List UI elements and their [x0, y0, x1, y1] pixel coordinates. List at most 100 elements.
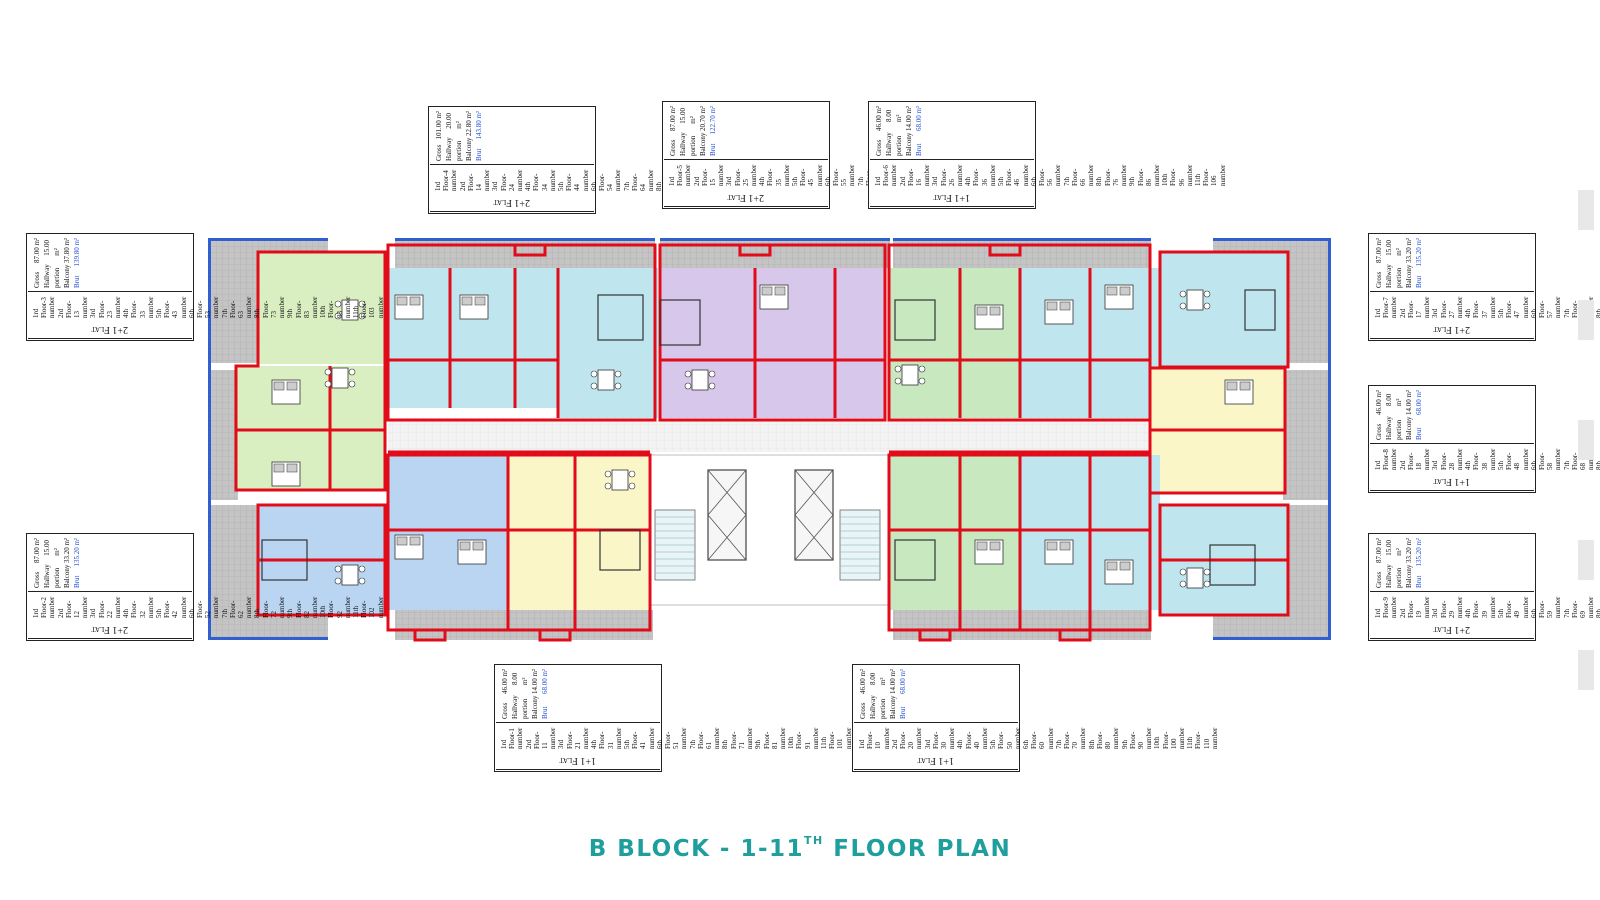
balcony-value: 33.20 m² [63, 538, 71, 564]
hallway-label: Hallway portion [1385, 264, 1403, 288]
floor-entry: 8th Floor-71 number [721, 727, 755, 749]
brut-label: Brut [709, 143, 717, 156]
floor-entry: 5th Floor-48 number [1497, 448, 1530, 470]
elevator-shaft [794, 469, 834, 561]
chair [604, 482, 612, 490]
floor-entry: 7th Floor-66 number [1062, 164, 1096, 186]
floor-entry: 10th Floor-96 number [1161, 164, 1194, 186]
side-strip [1578, 420, 1594, 460]
floor-entry: 5th Floor-42 number [155, 596, 188, 618]
floor-entry: 6th Floor-57 number [1529, 296, 1563, 318]
chair [1179, 568, 1187, 576]
chair [614, 370, 622, 378]
balcony-label: Balcony [63, 264, 71, 288]
floor-entry: 5th Floor-44 number [557, 169, 590, 191]
floor-entry: 1rd Floor-6 number [874, 164, 899, 186]
balcony-label: Balcony [1405, 416, 1413, 440]
floor-entry: 5th Floor-50 number [989, 727, 1022, 749]
hallway-label: Hallway portion [885, 132, 903, 156]
chair [894, 377, 902, 385]
balcony-edge [1213, 238, 1331, 241]
floor-entry: 1rd Floor-1 number [500, 727, 525, 749]
side-strip [1578, 650, 1594, 690]
floor-entry: 11th Floor-102 number [351, 596, 385, 618]
hallway-value: 8.00 m² [869, 672, 887, 686]
balcony-area [893, 238, 1151, 268]
brut-value: 139.80 m² [73, 238, 81, 267]
title-main: B BLOCK - 1-11 [588, 836, 805, 862]
floor-entry: 5th Floor-45 number [791, 164, 824, 186]
hallway-label: Hallway portion [679, 132, 697, 156]
unit-room [388, 268, 558, 408]
pillow [396, 536, 408, 546]
floor-entry: 2rd Floor-16 number [898, 164, 932, 186]
wall-segment [658, 243, 887, 422]
floor-entry: 1rd Floor-4 number [434, 169, 459, 191]
floor-entry: 4th Floor-37 number [1464, 296, 1497, 318]
elevator-cross [707, 469, 747, 516]
elevator-cross [707, 514, 747, 561]
balcony-label: Balcony [905, 132, 913, 156]
chair [1203, 290, 1211, 298]
balcony-value: 14.00 m² [889, 669, 897, 695]
floor-entry: 8th Floor-77 number [1595, 309, 1600, 318]
gross-label: Gross [669, 139, 677, 156]
floor-entry: 6th Floor-52 number [187, 596, 221, 618]
dining-table [691, 369, 709, 391]
chair [334, 577, 342, 585]
floor-entry: 7th Floor-62 number [220, 596, 254, 618]
plan-title: B BLOCK - 1-11TH FLOOR PLAN [0, 834, 1600, 862]
hallway-label: Hallway portion [43, 264, 61, 288]
sofa [894, 539, 936, 581]
gross-value: 46.00 m² [875, 106, 883, 132]
floor-entry: 4th Floor-38 number [1464, 448, 1497, 470]
brut-value: 68.00 m² [915, 106, 923, 132]
chair [358, 300, 366, 308]
unit-room [236, 366, 384, 490]
floor-entry: 1rd Floor-8 number [1374, 448, 1399, 470]
gross-label: Gross [1375, 571, 1383, 588]
unit-type: 2+1 Flat [1370, 321, 1534, 339]
brut-value: 68.00 m² [541, 669, 549, 695]
wall-segment [918, 630, 952, 642]
sofa [261, 539, 308, 581]
title-sup: TH [804, 834, 824, 847]
floor-entry: 7th Floor-61 number [688, 727, 722, 749]
brut-value: 135.20 m² [1415, 538, 1423, 567]
brut-value: 68.00 m² [899, 669, 907, 695]
pillow [1046, 301, 1058, 311]
furniture [261, 284, 1276, 589]
balcony-edge [208, 238, 328, 241]
floor-entry: 4th Floor-34 number [524, 169, 557, 191]
floor-entry: 3rd Floor-23 number [89, 296, 123, 318]
gross-label: Gross [501, 702, 509, 719]
floor-entry: 9th Floor-90 number [1120, 727, 1154, 749]
balcony-area [395, 238, 655, 268]
gross-label: Gross [875, 139, 883, 156]
pillow [1106, 561, 1118, 571]
floor-entry: 1rd Floor-3 number [32, 296, 57, 318]
unit-type: 1+1 Flat [1370, 473, 1534, 491]
unit-type: 1+1 Flat [496, 752, 660, 770]
floor-entry: 3rd Floor-22 number [89, 596, 123, 618]
floor-entry: 6th Floor-58 number [1529, 448, 1563, 470]
balcony-edge [660, 238, 890, 241]
hallway-label: Hallway portion [869, 695, 887, 719]
floor-entry: 9th Floor-81 number [754, 727, 787, 749]
balcony-value: 37.80 m² [63, 238, 71, 264]
floor-entry: 11th Floor-110 number [1186, 727, 1219, 749]
hallway-value: 15.00 m² [679, 107, 697, 124]
brut-label: Brut [541, 706, 549, 719]
brut-value: 122.70 m² [709, 106, 717, 135]
brut-value: 68.00 m² [1415, 390, 1423, 416]
